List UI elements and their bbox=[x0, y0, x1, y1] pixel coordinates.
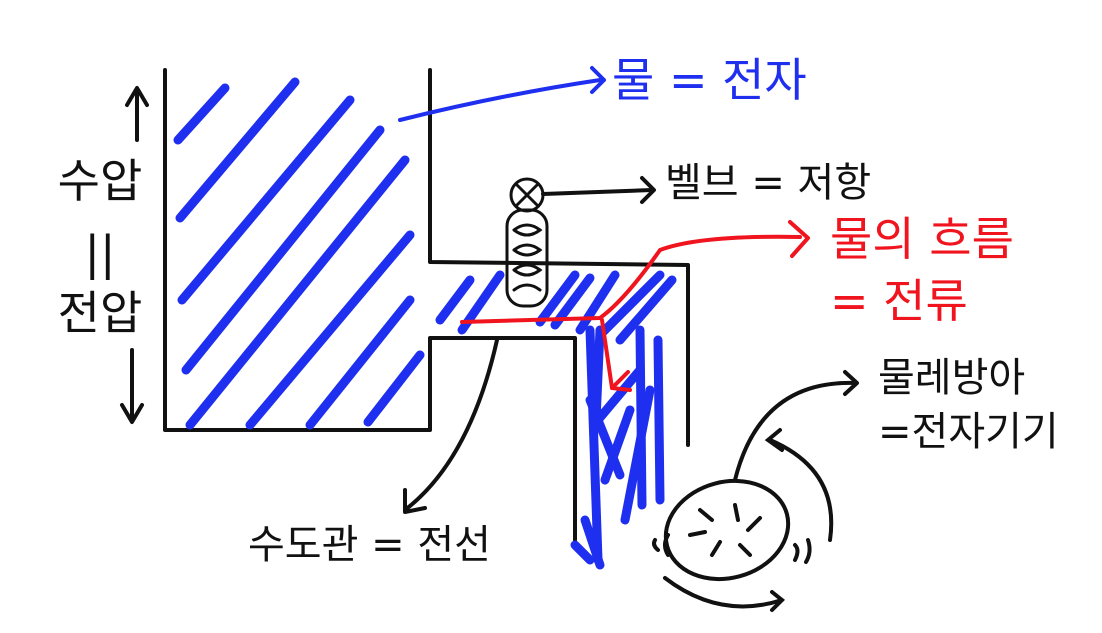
pressure-label-top: 수압 bbox=[57, 154, 143, 208]
flow-label-line1: 물의 흐름 bbox=[830, 212, 1014, 266]
water-label: 물 = 전자 bbox=[612, 53, 807, 107]
tank-and-pipe-outline bbox=[163, 68, 690, 542]
pressure-equals: || bbox=[84, 226, 116, 280]
water-arrow bbox=[398, 66, 606, 122]
valve-icon bbox=[505, 177, 549, 308]
current-path bbox=[460, 220, 810, 392]
waterwheel-label-line1: 물레방아 bbox=[878, 355, 1026, 401]
pressure-label-bottom: 전압 bbox=[57, 286, 143, 340]
flow-label-line2: = 전류 bbox=[830, 274, 968, 328]
waterwheel-label-line2: =전자기기 bbox=[878, 409, 1059, 455]
annotation-arrows bbox=[120, 86, 859, 514]
valve-label: 벨브 = 저항 bbox=[665, 160, 872, 206]
waterwheel-icon bbox=[652, 428, 834, 612]
pipe-label: 수도관 = 전선 bbox=[248, 522, 491, 568]
